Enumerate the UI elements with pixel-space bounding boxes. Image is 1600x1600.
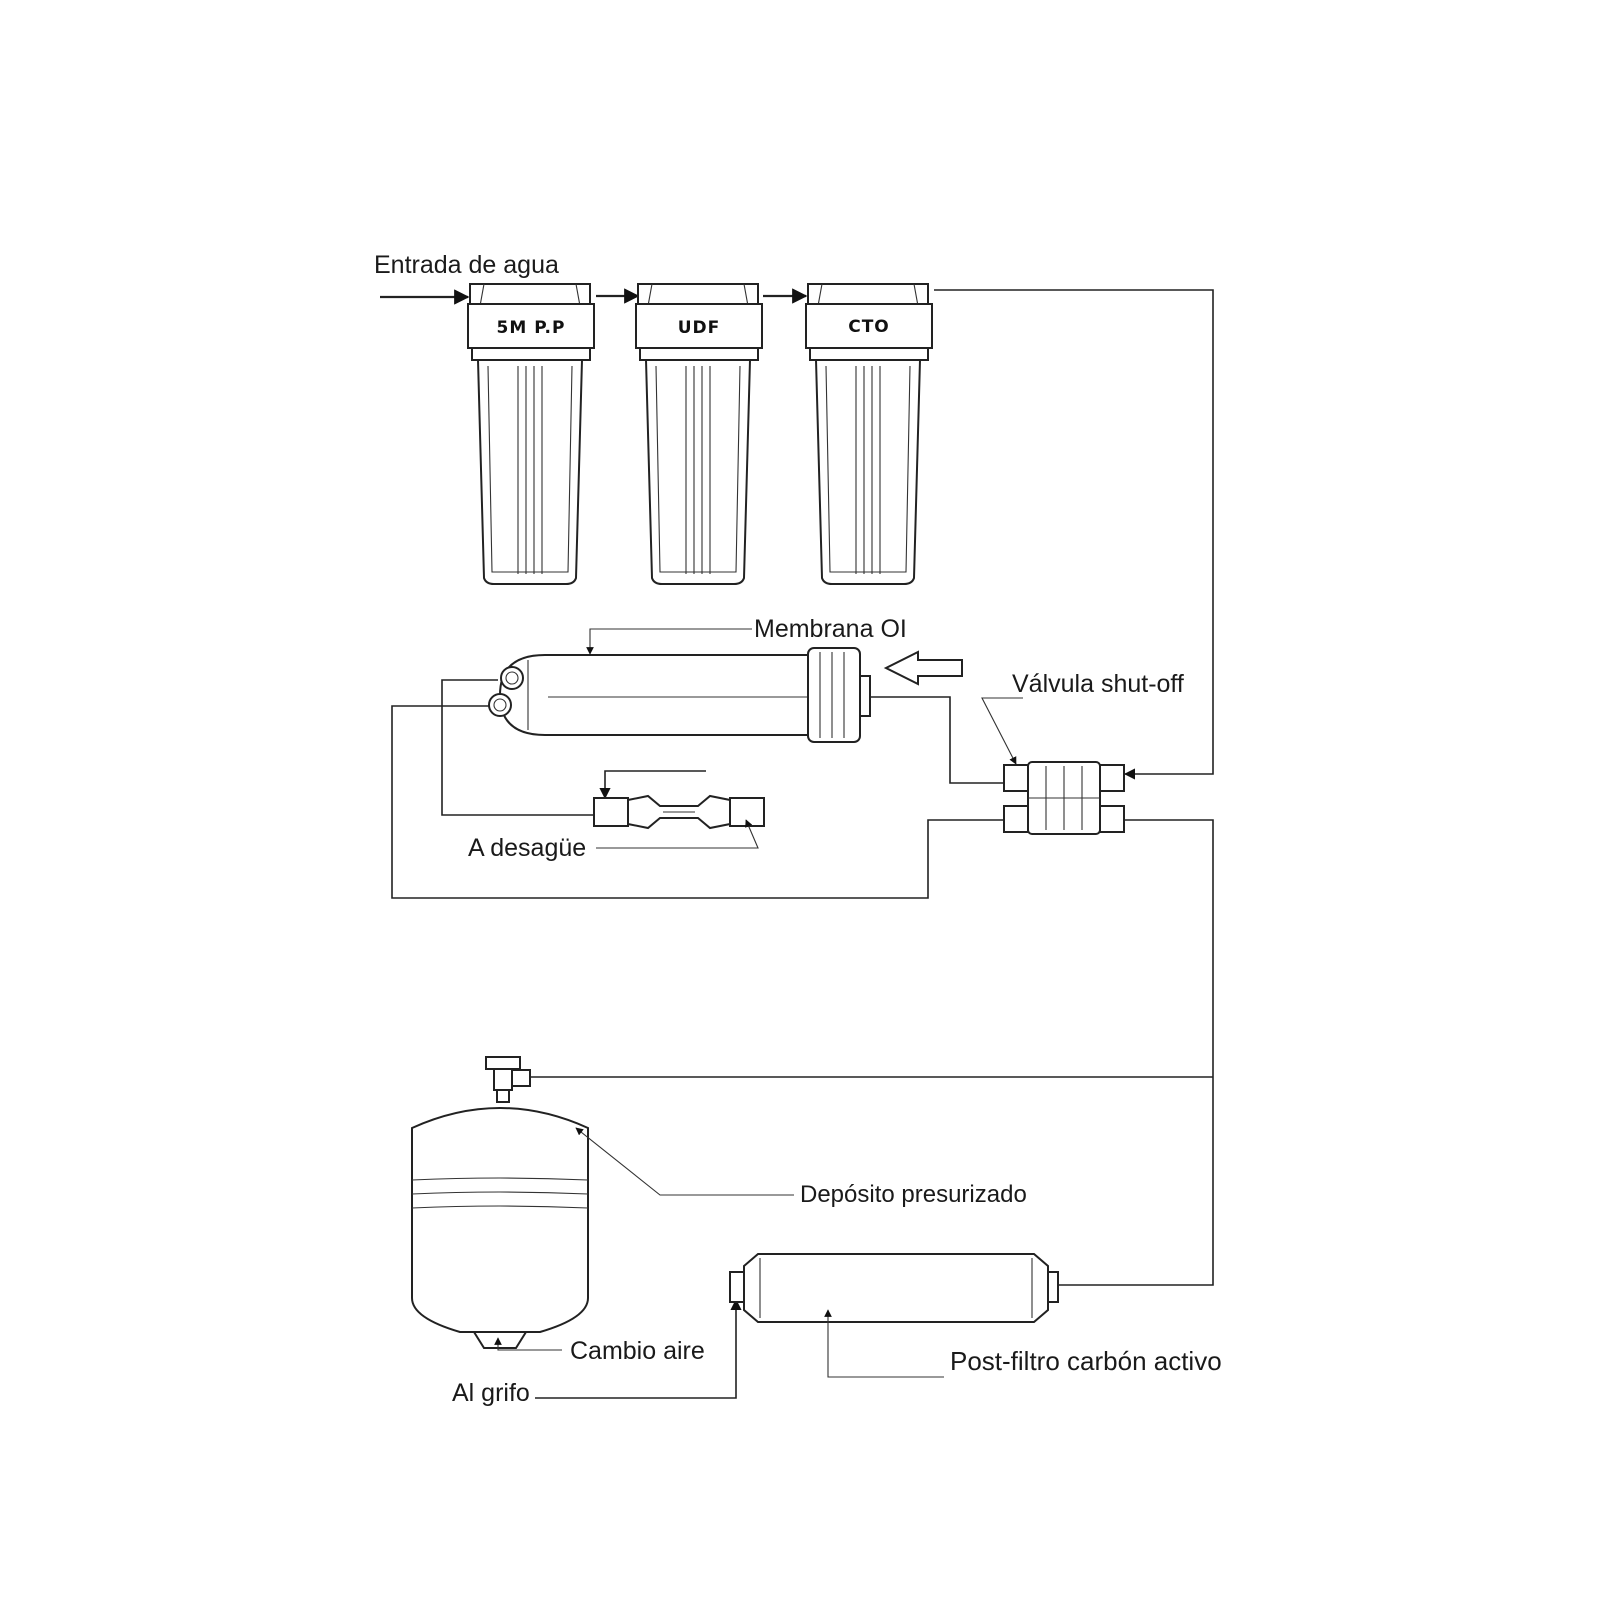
filter-housing-2 [635,283,763,585]
leader-lines [494,628,1023,1378]
flow-direction-arrow [883,650,963,686]
piping [380,288,1214,1399]
label-water-inlet: Entrada de agua [374,251,559,279]
label-ro-membrane: Membrana OI [754,615,907,643]
filter-label-3: CTO [848,317,890,337]
shutoff-valve [1003,761,1125,835]
label-air-change: Cambio aire [570,1337,705,1365]
label-post-filter: Post-filtro carbón activo [950,1346,1222,1376]
post-filter [729,1253,1059,1323]
label-pressure-tank: Depósito presurizado [800,1181,1027,1208]
label-to-faucet: Al grifo [452,1379,530,1407]
flow-restrictor [593,794,765,830]
filter-label-2: UDF [678,318,721,338]
label-to-drain: A desagüe [468,834,586,862]
ro-membrane [488,647,871,743]
filter-housing-1 [467,283,595,585]
label-shutoff-valve: Válvula shut-off [1012,670,1184,698]
filter-housing-3 [805,283,933,585]
filter-label-1: 5M P.P [497,318,566,338]
pressure-tank [411,1056,589,1349]
